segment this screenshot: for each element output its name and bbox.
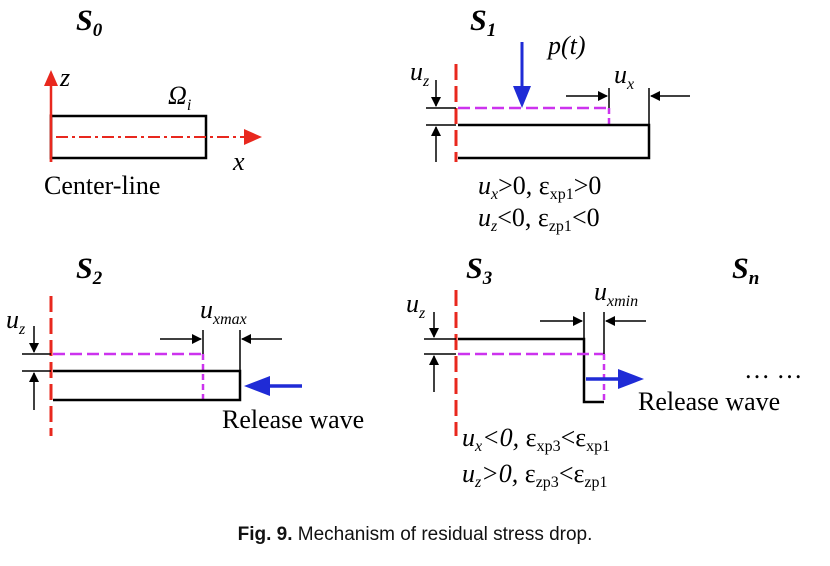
- s2-release-arrowhead: [244, 376, 270, 396]
- s3-uz-label: uz: [406, 289, 426, 322]
- s0-z-label: z: [59, 63, 70, 92]
- stage-s1-label: S1: [470, 4, 496, 41]
- s0-x-label: x: [232, 147, 245, 176]
- s2-bar: [53, 369, 242, 402]
- s2-uxmax-label: uxmax: [200, 295, 247, 328]
- s3-uxmin-label: uxmin: [594, 277, 638, 310]
- s1-load-label: p(t): [546, 31, 586, 60]
- s0-x-arrowhead: [244, 129, 262, 145]
- sn-dots: … …: [744, 355, 803, 384]
- s3-release-arrowhead: [618, 369, 644, 389]
- figure-caption-text: Mechanism of residual stress drop.: [297, 524, 593, 545]
- s1-uz-label: uz: [410, 57, 430, 90]
- s1-ux-label: ux: [614, 60, 634, 93]
- s1-condition-2: uz<0, εzp1<0: [478, 203, 600, 235]
- s3-release-label: Release wave: [638, 387, 780, 416]
- s1-condition-1: ux>0, εxp1>0: [478, 171, 601, 203]
- s0-centerline-label: Center-line: [44, 171, 160, 200]
- s3-bar: [458, 337, 604, 404]
- s1-bar: [458, 123, 651, 160]
- s3-condition-1: ux<0, εxp3<εxp1: [462, 423, 610, 455]
- stage-s2-label: S2: [76, 252, 103, 289]
- s0-omega-label: Ωi: [168, 81, 191, 114]
- s1-load-arrowhead: [513, 86, 531, 108]
- stage-s0-label: S0: [76, 4, 103, 41]
- stage-sn-label: Sn: [732, 252, 759, 289]
- s3-condition-2: uz>0, εzp3<εzp1: [462, 459, 608, 491]
- stage-s3-label: S3: [466, 252, 492, 289]
- figure-caption: Fig. 9. Mechanism of residual stress dro…: [0, 524, 830, 546]
- s2-release-label: Release wave: [222, 405, 364, 434]
- s0-z-arrowhead: [44, 70, 58, 86]
- figure-caption-label: Fig. 9.: [237, 524, 293, 545]
- residual-stress-diagram: S0 z x Ωi Center-line S1 p(t) uz ux ux>0…: [6, 4, 803, 491]
- s2-uz-label: uz: [6, 305, 26, 338]
